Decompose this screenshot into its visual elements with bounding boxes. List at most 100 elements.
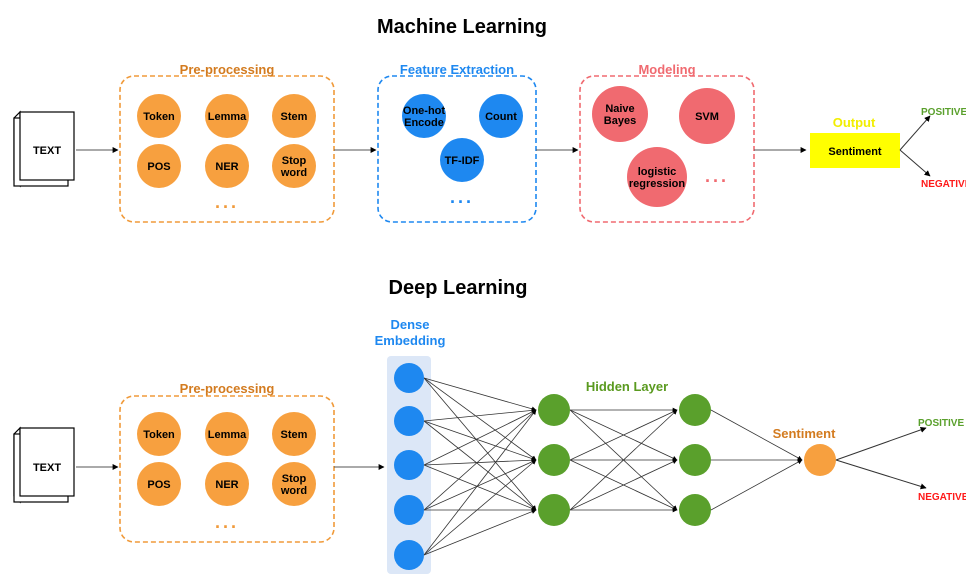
network-edge — [423, 459, 537, 511]
hidden2-node-2 — [679, 444, 711, 476]
ml-node-ner-label: NER — [215, 161, 238, 173]
dl-node-token — [137, 412, 181, 456]
embedding-node-5 — [394, 540, 424, 570]
dl-node-lemma — [205, 412, 249, 456]
network-edge — [569, 409, 678, 511]
ml-node-svm — [679, 88, 735, 144]
ml-feature-extraction-box — [377, 75, 537, 223]
dl-sentiment-title: Sentiment — [773, 426, 837, 441]
dl-negative-label: NEGATIVE — [918, 492, 966, 503]
hidden1-node-2 — [538, 444, 570, 476]
dl-node-lemma-label: Lemma — [208, 429, 247, 441]
ml-preprocessing-title: Pre-processing — [180, 62, 275, 77]
ml-text-label: TEXT — [33, 145, 61, 157]
network-edge — [423, 509, 537, 556]
ml-node-stopword — [272, 144, 316, 188]
ml-modeling-title: Modeling — [638, 62, 695, 77]
hidden1-node-3 — [538, 494, 570, 526]
dl-node-ner — [205, 462, 249, 506]
network-edge — [423, 464, 537, 511]
ml-preprocessing-box — [119, 75, 335, 223]
network-edge — [569, 409, 678, 461]
dl-arrow-positive — [835, 426, 927, 461]
dl-positive-label: POSITIVE — [918, 418, 964, 429]
ml-node-lemma — [205, 94, 249, 138]
ml-preprocessing-ellipsis: ... — [215, 192, 239, 212]
dl-preprocessing-box — [119, 395, 335, 543]
ml-node-tfidf-label: TF-IDF — [445, 155, 480, 167]
embedding-node-2 — [394, 406, 424, 436]
ml-node-count-label: Count — [485, 111, 517, 123]
hidden1-node-1 — [538, 394, 570, 426]
hidden2-node-3 — [679, 494, 711, 526]
ml-node-token-label: Token — [143, 111, 175, 123]
ml-node-svm-label: SVM — [695, 111, 719, 123]
network-edge — [423, 377, 537, 412]
network-edge — [423, 377, 537, 461]
dl-preprocessing-ellipsis: ... — [215, 512, 239, 532]
dl-node-stem-label: Stem — [281, 429, 308, 441]
ml-node-stem — [272, 94, 316, 138]
network-edge — [423, 420, 537, 461]
ml-node-pos — [137, 144, 181, 188]
ml-node-one-hot — [402, 94, 446, 138]
ml-feature-extraction-ellipsis: ... — [450, 187, 474, 207]
network-edge — [423, 409, 537, 511]
dl-preprocessing-title: Pre-processing — [180, 381, 275, 396]
ml-output-box-label: Sentiment — [828, 146, 882, 158]
network-edge — [423, 409, 537, 556]
ml-node-count — [479, 94, 523, 138]
hidden2-node-1 — [679, 394, 711, 426]
network-edge — [423, 420, 537, 511]
dl-arrow-negative — [835, 459, 927, 490]
network-edge — [710, 459, 803, 511]
sentiment-node-1 — [804, 444, 836, 476]
ml-node-lemma-label: Lemma — [208, 111, 247, 123]
ml-node-token — [137, 94, 181, 138]
dl-node-stopword — [272, 462, 316, 506]
ml-title: Machine Learning — [377, 16, 547, 38]
ml-output-box — [810, 133, 900, 168]
ml-node-naive-bayes — [592, 86, 648, 142]
ml-positive-label: POSITIVE — [921, 107, 966, 118]
dl-node-token-label: Token — [143, 429, 175, 441]
embedding-node-4 — [394, 495, 424, 525]
ml-modeling-ellipsis: ... — [705, 166, 729, 186]
embedding-node-1 — [394, 363, 424, 393]
network-edge — [710, 409, 803, 461]
dl-node-pos-label: POS — [147, 479, 170, 491]
network-edge — [423, 457, 537, 466]
ml-arrow-negative — [899, 149, 931, 177]
dl-network-edges — [423, 377, 803, 556]
dl-hidden-layer-title: Hidden Layer — [586, 379, 668, 394]
network-edge — [423, 377, 537, 511]
network-edge — [569, 459, 678, 511]
ml-output-title: Output — [833, 115, 876, 130]
embedding-node-3 — [394, 450, 424, 480]
network-edge — [423, 459, 537, 556]
network-edge — [423, 409, 537, 466]
dl-text-label: TEXT — [33, 462, 61, 474]
ml-feature-extraction-title: Feature Extraction — [400, 62, 514, 77]
dl-title: Deep Learning — [389, 277, 528, 299]
dl-node-stem — [272, 412, 316, 456]
network-edge — [423, 408, 537, 422]
ml-node-pos-label: POS — [147, 161, 170, 173]
ml-node-ner — [205, 144, 249, 188]
ml-arrow-positive — [899, 115, 931, 151]
ml-negative-label: NEGATIVE — [921, 179, 966, 190]
ml-node-tfidf — [440, 138, 484, 182]
dl-text-document-icon: TEXT — [13, 426, 75, 504]
ml-text-document-icon: TEXT — [13, 110, 75, 188]
dl-node-pos — [137, 462, 181, 506]
dl-node-ner-label: NER — [215, 479, 238, 491]
